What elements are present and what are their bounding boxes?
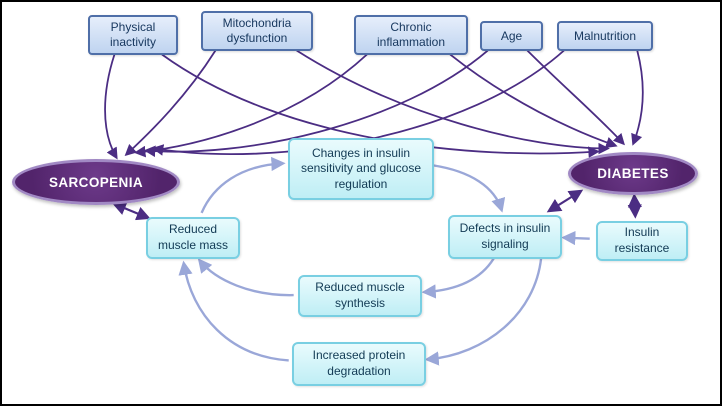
factor-label: Malnutrition (573, 28, 637, 43)
box-label: Insulin resistance (614, 225, 670, 255)
box-reduced-muscle-synthesis: Reduced muscle synthesis (298, 275, 422, 317)
factor-label: Age (500, 28, 523, 43)
box-increased-protein-degradation: Increased protein degradation (292, 342, 426, 386)
cycle-arrows (178, 156, 590, 366)
sarcopenia-node: SARCOPENIA (12, 159, 180, 205)
box-label: Reduced muscle mass (157, 222, 228, 252)
factor-box-physical-inactivity: Physical inactivity (88, 15, 178, 55)
box-insulin-resistance: Insulin resistance (596, 221, 688, 261)
bidirectional-arrows (111, 189, 642, 221)
box-label: Defects in insulin signaling (459, 221, 551, 251)
diabetes-label: DIABETES (597, 166, 669, 181)
factor-box-mitochondria-dysfunction: Mitochondria dysfunction (201, 11, 313, 51)
box-label: Reduced muscle synthesis (315, 280, 405, 310)
box-insulin-signaling-defects: Defects in insulin signaling (448, 215, 562, 259)
factor-label: Mitochondria dysfunction (222, 16, 292, 45)
factor-label: Chronic inflammation (376, 20, 446, 49)
box-insulin-changes: Changes in insulin sensitivity and gluco… (288, 138, 434, 200)
box-label: Increased protein degradation (312, 348, 406, 378)
factor-box-chronic-inflammation: Chronic inflammation (354, 15, 468, 55)
box-label: Changes in insulin sensitivity and gluco… (300, 145, 422, 191)
sarcopenia-label: SARCOPENIA (48, 174, 143, 190)
box-reduced-muscle-mass: Reduced muscle mass (146, 217, 240, 259)
factor-box-malnutrition: Malnutrition (557, 21, 653, 51)
factor-box-age: Age (480, 21, 543, 51)
factor-label: Physical inactivity (109, 20, 156, 49)
diabetes-node: DIABETES (568, 152, 698, 195)
